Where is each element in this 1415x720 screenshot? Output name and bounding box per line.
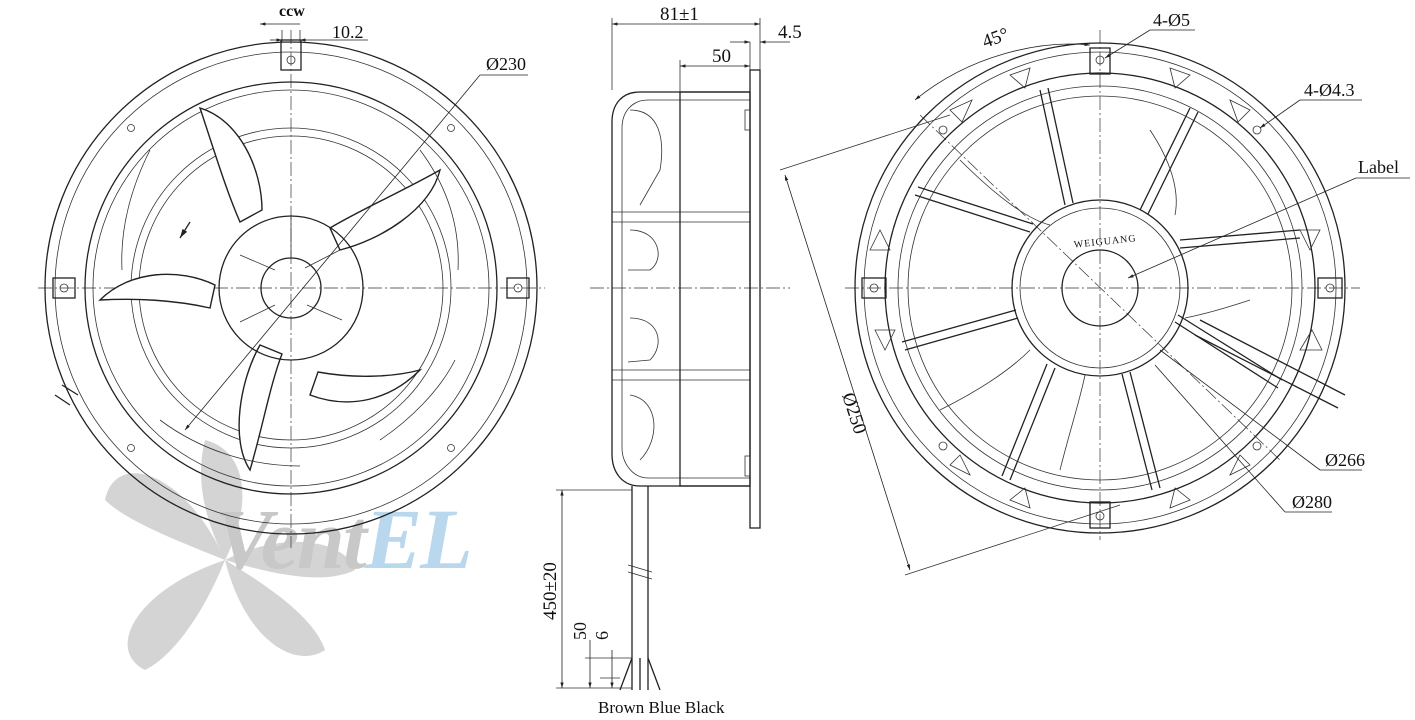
watermark-text-light: EL [364, 491, 471, 587]
back-hub-logo: WEIGUANG [1073, 233, 1137, 251]
back-mount-holes [938, 125, 1262, 451]
front-mount-holes [127, 124, 455, 452]
watermark-fan-icon [105, 440, 355, 670]
back-label-callout: Label [1358, 157, 1399, 177]
side-dim-flange: 4.5 [778, 22, 802, 43]
back-dim-angle: 45° [980, 24, 1012, 53]
front-dim-tab: 10.2 [332, 22, 364, 42]
front-view: Ø230 ccw 10.2 [38, 3, 545, 548]
side-wire-colors: Brown Blue Black [598, 698, 725, 717]
side-dim-tip: 6 [592, 631, 612, 640]
back-dim-d250: Ø250 [837, 390, 870, 437]
watermark-text: VentEL [215, 491, 471, 587]
watermark-text-dark: Vent [215, 491, 370, 587]
side-view: 81±1 50 4.5 450±20 50 6 Brown Blue Black [540, 4, 802, 717]
side-dim-cable-length: 450±20 [540, 562, 561, 620]
back-struts [901, 87, 1301, 491]
watermark: VentEL [105, 440, 473, 670]
side-dim-depth: 81±1 [660, 4, 699, 25]
front-dim-diameter: Ø230 [486, 54, 526, 74]
front-blades [98, 106, 459, 472]
back-dim-holes-large: 4-Ø5 [1153, 10, 1190, 30]
side-dim-hub: 50 [712, 46, 731, 67]
back-dim-d266: Ø266 [1325, 450, 1365, 470]
back-dim-d280: Ø280 [1292, 492, 1332, 512]
side-dim-strip: 50 [570, 622, 590, 640]
front-rotation-label: ccw [279, 3, 305, 20]
back-view: WEIGUANG Ø250 45° 4-Ø5 4-Ø4.3 Label Ø266… [779, 10, 1410, 576]
back-dim-holes-small: 4-Ø4.3 [1304, 80, 1355, 100]
